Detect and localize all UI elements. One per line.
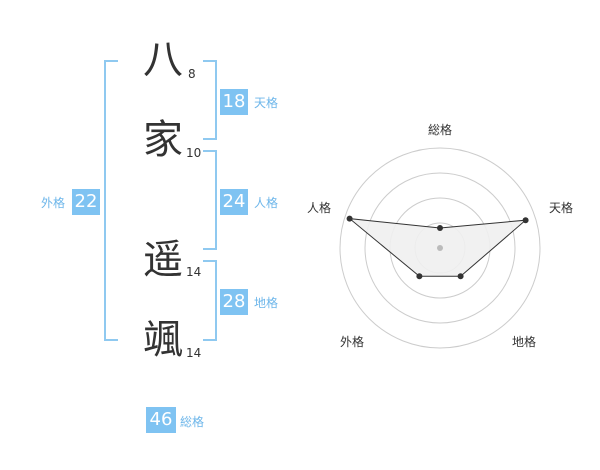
stroke-count-1: 8 (188, 67, 196, 81)
soukaku-value: 46 (146, 407, 176, 433)
jinkaku-value: 24 (220, 189, 248, 215)
gaikaku-value: 22 (72, 189, 100, 215)
tenkaku-value: 18 (220, 89, 248, 115)
radar-point (346, 215, 353, 222)
jinkaku-bracket (203, 150, 217, 250)
radar-center-dot (437, 245, 443, 251)
name-char-2: 家 (143, 117, 183, 163)
chikaku-bracket (203, 260, 217, 341)
radar-ring (364, 172, 516, 324)
gaikaku-label: 外格 (41, 196, 66, 210)
radar-axis-label-gaikaku: 外格 (340, 335, 365, 349)
soukaku-label: 総格 (180, 415, 205, 429)
radar-point (416, 273, 423, 280)
stroke-count-3: 14 (186, 265, 202, 279)
name-char-4: 颯 (143, 317, 183, 363)
gaikaku-bracket (104, 60, 118, 341)
radar-axis-label-jinkaku: 人格 (307, 201, 332, 215)
radar-point (522, 217, 529, 224)
radar-point (457, 273, 464, 280)
chikaku-label: 地格 (254, 296, 279, 310)
radar-ring (339, 147, 541, 349)
tenkaku-label: 天格 (254, 96, 279, 110)
radar-axis-label-chikaku: 地格 (512, 335, 537, 349)
name-char-1: 八 (143, 37, 183, 83)
tenkaku-bracket (203, 60, 217, 140)
radar-point (437, 225, 443, 231)
jinkaku-label: 人格 (254, 196, 279, 210)
radar-axis-label-soukaku: 総格 (428, 123, 453, 137)
stroke-count-2: 10 (186, 146, 202, 160)
radar-axis-label-tenkaku: 天格 (549, 201, 574, 215)
stroke-count-4: 14 (186, 346, 202, 360)
name-char-3: 遥 (143, 237, 183, 283)
chikaku-value: 28 (220, 289, 248, 315)
